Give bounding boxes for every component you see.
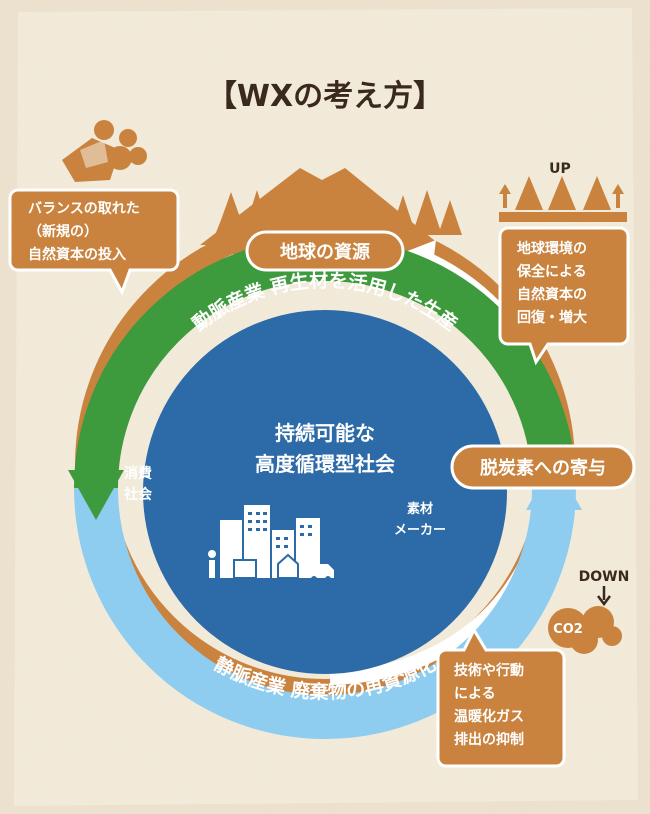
callout-natural-capital-input: バランスの取れた （新規の） 自然資本の投入: [8, 188, 180, 296]
co2-cloud-icon: CO2: [548, 606, 622, 654]
callout-tr-line-1: 地球環境の: [517, 240, 587, 257]
callout-br-line-2: による: [454, 686, 496, 702]
center-title-1: 持続可能な: [275, 421, 375, 445]
down-label: DOWN: [579, 569, 630, 585]
callout-tr-line-3: 自然資本の: [517, 286, 587, 303]
material-maker-label-1: 素材: [407, 501, 433, 517]
rocks-icon: [62, 120, 147, 182]
callout-tl-line-2: （新規の）: [28, 223, 98, 240]
resources-badge-label: 地球の資源: [280, 241, 370, 263]
city-icon: [208, 505, 334, 582]
diagram-title: 【WXの考え方】: [207, 79, 443, 114]
up-label: UP: [549, 161, 571, 177]
callout-br-line-3: 温暖化ガス: [454, 708, 524, 725]
callout-tl-line-1: バランスの取れた: [28, 201, 140, 217]
callout-emission-reduction: 技術や行動 による 温暖化ガス 排出の抑制: [436, 626, 566, 768]
center-disc: [143, 310, 507, 674]
callout-br-line-4: 排出の抑制: [454, 731, 524, 748]
consumption-arrowhead: [68, 470, 124, 520]
material-maker-label-2: メーカー: [394, 523, 446, 538]
decarbon-badge: 脱炭素への寄与: [450, 444, 636, 490]
vein-industry-ring: [74, 487, 576, 739]
trees-right-icon: [390, 190, 462, 235]
resources-badge: 地球の資源: [245, 230, 405, 272]
consumption-label-1: 消費: [124, 465, 152, 482]
callout-tr-line-4: 回復・増大: [517, 309, 587, 326]
up-trees-icon: [499, 176, 627, 222]
center-title-2: 高度循環型社会: [255, 452, 395, 476]
callout-tr-line-2: 保全による: [516, 263, 587, 280]
co2-label: CO2: [553, 622, 583, 637]
callout-tl-line-3: 自然資本の投入: [28, 246, 126, 263]
decarbon-badge-label: 脱炭素への寄与: [480, 457, 606, 479]
callout-natural-capital-recovery: 地球環境の 保全による 自然資本の 回復・増大: [498, 226, 630, 366]
callout-br-line-1: 技術や行動: [454, 662, 524, 679]
down-arrow-icon: [597, 586, 611, 607]
consumption-label-2: 社会: [123, 486, 153, 503]
